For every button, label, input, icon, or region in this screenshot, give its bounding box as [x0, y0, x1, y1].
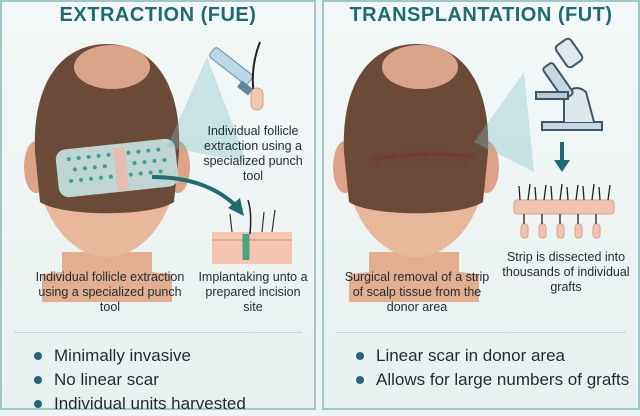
bullet-dot-icon — [34, 376, 42, 384]
fue-illustration — [24, 41, 292, 302]
microscope-icon — [535, 37, 603, 131]
punch-tool-icon — [209, 41, 264, 111]
list-item: Individual units harvested — [32, 392, 310, 416]
fue-divider — [14, 332, 302, 333]
bullet-dot-icon — [356, 376, 364, 384]
fue-caption-extraction: Individual follicle extraction using a s… — [35, 270, 185, 314]
scar-strip — [371, 152, 475, 162]
fut-caption-dissection: Strip is dissected into thousands of ind… — [502, 250, 630, 294]
fut-panel: TRANSPLANTATION (FUT) — [322, 0, 640, 410]
implant-site-illustration — [212, 199, 292, 264]
fut-divider — [336, 332, 626, 333]
bullet-dot-icon — [356, 352, 364, 360]
fue-panel: EXTRACTION (FUE) — [0, 0, 316, 413]
fut-illustration — [333, 37, 615, 302]
fue-title: EXTRACTION (FUE) — [59, 4, 257, 26]
fue-benefits-list: Minimally invasive No linear scar Indivi… — [32, 344, 310, 416]
fut-title: TRANSPLANTATION (FUT) — [349, 4, 613, 26]
list-item: Allows for large numbers of grafts — [354, 368, 634, 392]
fue-caption-implant: Implantaking unto a prepared incision si… — [198, 270, 308, 314]
fut-caption-removal: Surgical removal of a strip of scalp tis… — [344, 270, 490, 314]
fut-benefits-list: Linear scar in donor area Allows for lar… — [354, 344, 634, 392]
list-item: Minimally invasive — [32, 344, 310, 368]
fue-callout-text: Individual follicle extraction using a s… — [203, 124, 303, 183]
graft-strip-illustration — [513, 183, 615, 239]
transfer-arrow — [151, 175, 239, 209]
bullet-dot-icon — [34, 352, 42, 360]
fut-head-illustration — [333, 44, 499, 302]
list-item: Linear scar in donor area — [354, 344, 634, 368]
bullet-dot-icon — [34, 400, 42, 408]
list-item: No linear scar — [32, 368, 310, 392]
